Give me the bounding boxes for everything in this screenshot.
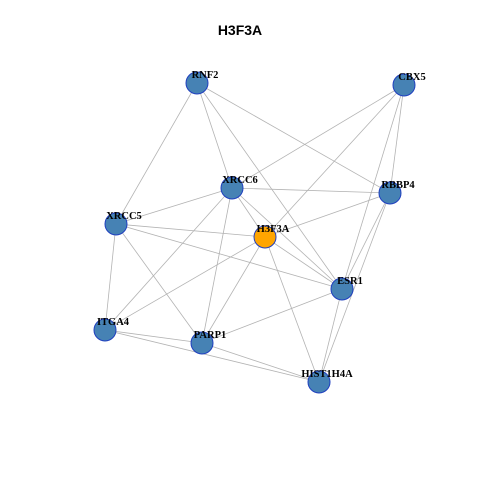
node-hist1h4a[interactable]: HIST1H4A	[301, 369, 353, 394]
edge-xrcc5-parp1	[115, 223, 203, 344]
edge-h3f3a-itga4	[104, 236, 266, 331]
node-circle-xrcc6[interactable]	[220, 176, 244, 200]
edge-xrcc5-itga4	[104, 223, 117, 331]
node-circle-parp1[interactable]	[190, 331, 214, 355]
node-circle-rbbp4[interactable]	[378, 181, 402, 205]
node-rnf2[interactable]: RNF2	[185, 70, 219, 95]
edge-rbbp4-h3f3a	[264, 192, 391, 238]
edge-xrcc6-parp1	[201, 187, 233, 344]
edge-rnf2-rbbp4	[196, 82, 391, 194]
edge-xrcc5-esr1	[115, 223, 343, 290]
edge-rbbp4-hist1h4a	[318, 192, 391, 383]
node-cbx5[interactable]: CBX5	[392, 72, 426, 97]
edge-xrcc6-itga4	[104, 187, 233, 331]
edge-xrcc6-rbbp4	[231, 187, 391, 194]
edge-cbx5-rbbp4	[389, 84, 405, 194]
node-label-rbbp4: RBBP4	[381, 180, 415, 191]
node-rbbp4[interactable]: RBBP4	[378, 180, 415, 205]
edge-rnf2-esr1	[196, 82, 343, 290]
edges-layer	[104, 82, 405, 383]
edge-h3f3a-esr1	[264, 236, 343, 290]
edge-h3f3a-hist1h4a	[264, 236, 320, 383]
edge-xrcc5-h3f3a	[115, 223, 266, 238]
node-label-itga4: ITGA4	[97, 317, 130, 328]
node-circle-esr1[interactable]	[330, 277, 354, 301]
edge-rnf2-xrcc5	[115, 82, 198, 225]
node-label-parp1: PARP1	[194, 330, 226, 341]
node-circle-xrcc5[interactable]	[104, 212, 128, 236]
node-label-xrcc5: XRCC5	[106, 211, 142, 222]
edge-esr1-hist1h4a	[318, 288, 343, 383]
node-xrcc5[interactable]: XRCC5	[104, 211, 142, 236]
edge-esr1-parp1	[201, 288, 343, 344]
edge-xrcc6-esr1	[231, 187, 343, 290]
node-circle-itga4[interactable]	[93, 318, 117, 342]
edge-itga4-parp1	[104, 329, 203, 344]
edge-cbx5-xrcc6	[231, 84, 405, 189]
graph-title: H3F3A	[217, 22, 263, 38]
edge-parp1-hist1h4a	[201, 342, 320, 383]
node-label-h3f3a: H3F3A	[257, 224, 290, 235]
edge-rnf2-xrcc6	[196, 82, 233, 189]
node-parp1[interactable]: PARP1	[190, 330, 226, 355]
edge-cbx5-esr1	[341, 84, 405, 290]
node-circle-cbx5[interactable]	[392, 73, 416, 97]
edge-itga4-hist1h4a	[104, 329, 320, 383]
node-circle-hist1h4a[interactable]	[307, 370, 331, 394]
edge-xrcc6-xrcc5	[115, 187, 233, 225]
node-circle-rnf2[interactable]	[185, 71, 209, 95]
node-itga4[interactable]: ITGA4	[93, 317, 130, 342]
node-label-rnf2: RNF2	[192, 70, 219, 81]
node-xrcc6[interactable]: XRCC6	[220, 175, 258, 200]
edge-cbx5-h3f3a	[264, 84, 405, 238]
edge-rbbp4-esr1	[341, 192, 391, 290]
edge-h3f3a-parp1	[201, 236, 266, 344]
node-label-esr1: ESR1	[337, 276, 363, 287]
node-esr1[interactable]: ESR1	[330, 276, 363, 301]
node-label-cbx5: CBX5	[398, 72, 425, 83]
node-h3f3a[interactable]: H3F3A	[253, 224, 290, 249]
node-label-hist1h4a: HIST1H4A	[301, 369, 353, 380]
node-circle-h3f3a[interactable]	[253, 225, 277, 249]
node-label-xrcc6: XRCC6	[222, 175, 258, 186]
